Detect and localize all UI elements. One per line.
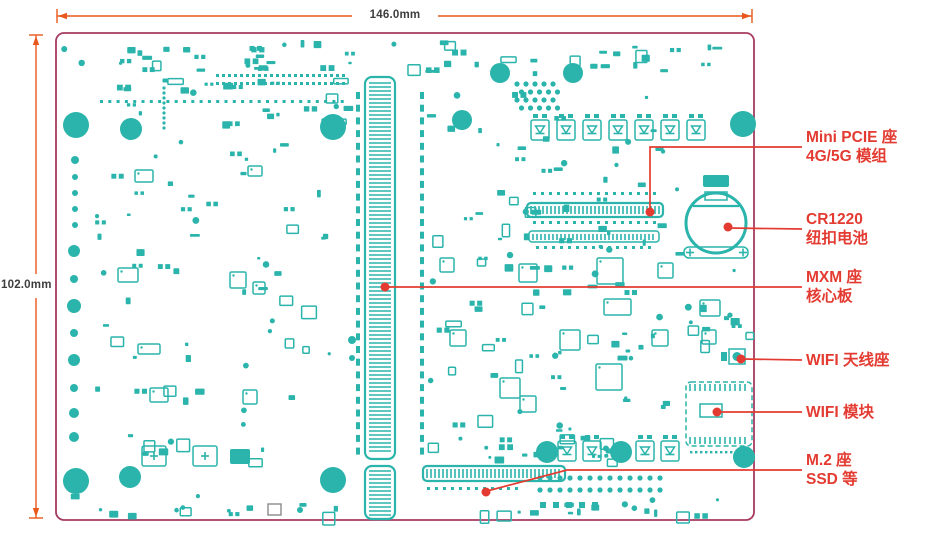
callout-line: MXM 座 (806, 269, 862, 286)
callout-line: 核心板 (806, 288, 853, 305)
dot-m2 (481, 487, 491, 497)
dimension-height-label: 102.0mm (1, 279, 52, 291)
leader-m2 (486, 469, 802, 492)
callout-line: WIFI 模块 (806, 404, 875, 421)
callout-line: CR1220 (806, 211, 863, 228)
mxm-connector (363, 75, 397, 521)
dot-mxm (380, 282, 390, 292)
callout-line: WIFI 天线座 (806, 352, 890, 369)
callout-mxm: MXM 座 核心板 (806, 268, 862, 306)
board-fiducial (267, 503, 303, 516)
coin-battery (683, 175, 749, 259)
leader-cr1220 (728, 227, 803, 230)
m2-connector (421, 464, 567, 483)
callout-lines (380, 146, 803, 497)
callout-line: 纽扣电池 (806, 230, 869, 247)
dimension-width-label: 146.0mm (352, 9, 438, 21)
callout-cr1220: CR1220 纽扣电池 (806, 210, 868, 248)
callout-mini-pcie: Mini PCIE 座 4G/5G 模组 (806, 128, 897, 166)
wifi-antenna-connector (721, 348, 746, 365)
callout-wifi-module: WIFI 模块 (806, 403, 874, 422)
mini-pcie-socket (525, 201, 665, 243)
callout-line: Mini PCIE 座 (806, 129, 898, 146)
dot-wifi-module (712, 407, 722, 417)
callout-line: M.2 座 (806, 452, 852, 469)
callout-line: SSD 等 (806, 471, 858, 488)
dot-wifi-antenna (736, 354, 746, 364)
board-outline (55, 32, 755, 521)
mounting-holes (63, 63, 756, 494)
wifi-module-outline (685, 381, 753, 447)
leader-mini-pcie (649, 146, 802, 212)
dot-cr1220 (723, 222, 733, 232)
callout-m2: M.2 座 SSD 等 (806, 451, 858, 489)
electrolytic-caps (141, 445, 250, 467)
pcb-decorations (61, 40, 755, 526)
dimension-lines (29, 9, 753, 519)
callout-line: 4G/5G 模组 (806, 148, 887, 165)
leader-wifi-antenna (742, 358, 803, 361)
callout-wifi-antenna: WIFI 天线座 (806, 351, 890, 370)
battery-plus-marks (686, 248, 747, 257)
dot-mini-pcie (645, 207, 655, 217)
